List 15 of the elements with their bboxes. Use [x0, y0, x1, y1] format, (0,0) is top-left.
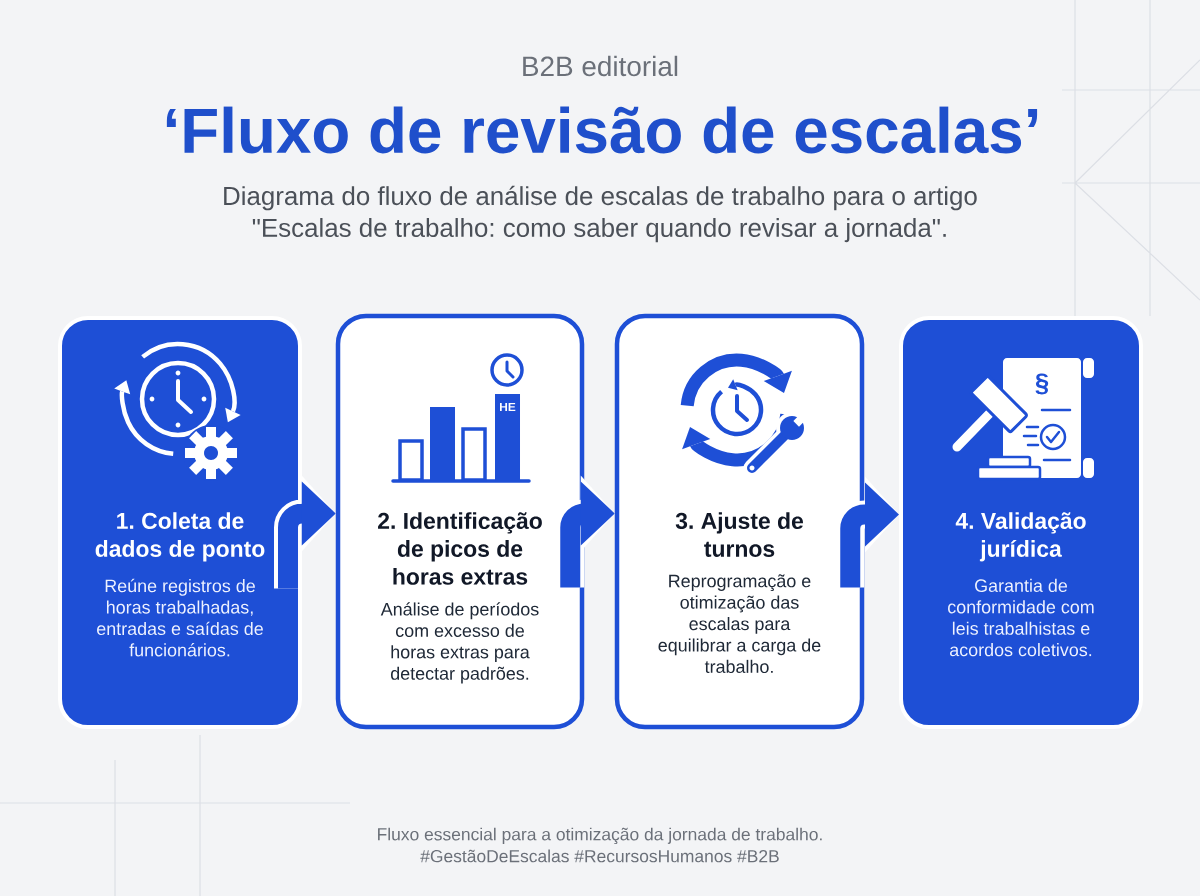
step-description: Reúne registros de horas trabalhadas, entradas e saídas de funcionários.: [97, 578, 263, 657]
step-title: 4. Validação jurídica: [955, 512, 1086, 562]
bent-arrow: [274, 475, 336, 589]
title: ‘Fluxo de revisão de escalas’: [166, 106, 1038, 154]
step-title: 1. Coleta de dados de ponto: [95, 512, 265, 562]
step-title: 2. Identificação de picos de horas extras: [378, 512, 542, 585]
subtitle: Diagrama do fluxo de análise de escalas de trabalho para o artigo "Escalas de trabalho: como saber quando revisar a jornada".: [224, 185, 977, 243]
step-description: Reprogramação e otimização das escalas para equilibrar a carga de trabalho.: [658, 574, 821, 674]
kicker-label: B2B editorial: [523, 55, 678, 77]
section-sign: §: [1035, 373, 1049, 395]
step-description: Garantia de conformidade com leis trabalhistas e acordos coletivos.: [948, 578, 1094, 657]
caption: Fluxo essencial para a otimização da jornada de trabalho. #GestãoDeEscalas #RecursosHumanos #B2B: [378, 827, 822, 863]
step-title: 3. Ajuste de turnos: [675, 512, 803, 557]
step-description: Análise de períodos com excesso de horas extras para detectar padrões.: [380, 602, 539, 684]
bar-label: HE: [500, 402, 516, 412]
